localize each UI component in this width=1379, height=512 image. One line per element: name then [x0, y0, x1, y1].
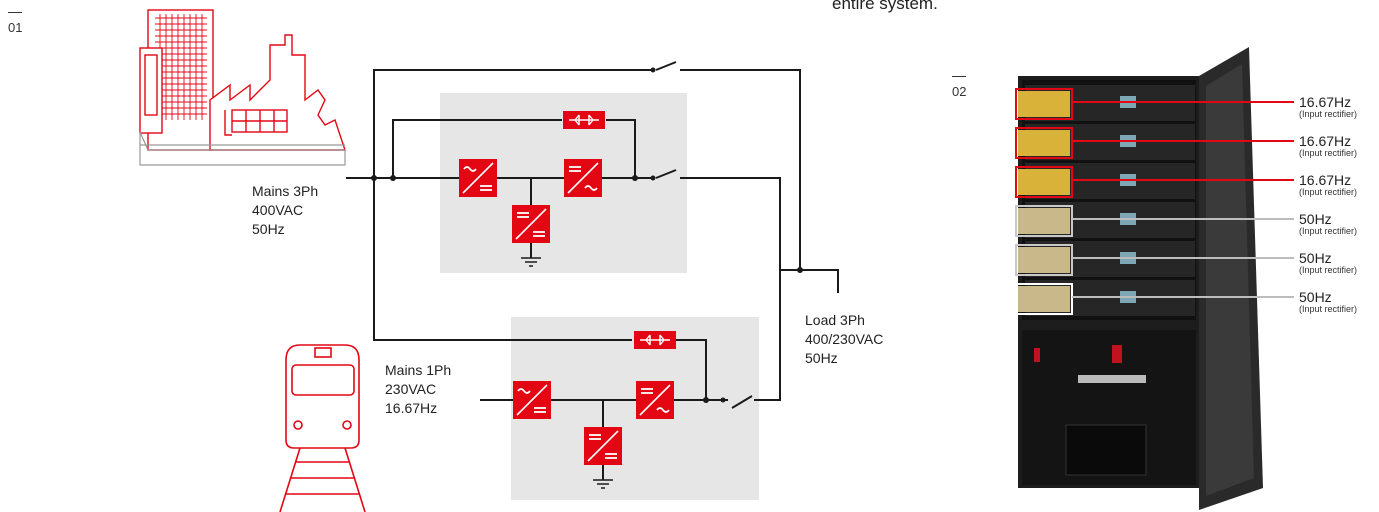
inverter-lower — [635, 380, 675, 420]
callout-lines — [1072, 101, 1294, 298]
battery-converter-lower — [583, 426, 623, 466]
module-2-frequency: 16.67Hz(Input rectifier) — [1299, 133, 1358, 158]
module-4-frequency: 50Hz(Input rectifier) — [1299, 211, 1358, 236]
module-5-frequency: 50Hz(Input rectifier) — [1299, 250, 1358, 275]
ups-cabinet-image — [1015, 47, 1263, 510]
header-text: entire system. — [832, 0, 938, 13]
battery-converter-upper — [511, 204, 551, 244]
static-bypass-upper — [562, 110, 606, 130]
static-bypass-lower — [633, 330, 677, 350]
load-caption: Load 3Ph 400/230VAC 50Hz — [805, 312, 884, 366]
mains-1ph-caption: Mains 1Ph 230VAC 16.67Hz — [385, 362, 452, 416]
inverter-upper — [563, 158, 603, 198]
rectifier-lower — [512, 380, 552, 420]
figure-2-label: 02 — [952, 76, 966, 98]
module-3-frequency: 16.67Hz(Input rectifier) — [1299, 172, 1358, 197]
mains-3ph-caption: Mains 3Ph 400VAC 50Hz — [252, 183, 319, 237]
train-icon — [279, 344, 366, 512]
module-6-frequency: 50Hz(Input rectifier) — [1299, 289, 1358, 314]
figure-1-label: 01 — [8, 12, 22, 34]
factory-icon — [139, 9, 346, 151]
rectifier-upper — [458, 158, 498, 198]
module-1-frequency: 16.67Hz(Input rectifier) — [1299, 94, 1358, 119]
